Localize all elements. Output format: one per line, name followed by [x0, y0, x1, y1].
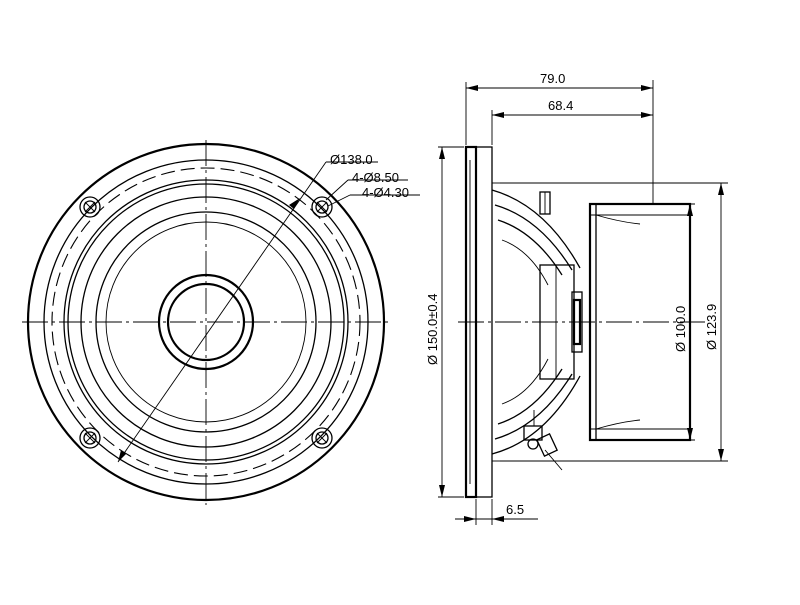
dim-text-overall-depth: 79.0	[540, 71, 565, 86]
basket-arm-bottom-inner	[497, 368, 563, 425]
hole-leader-line-outer	[325, 179, 349, 201]
basket-arm-top-mid	[494, 204, 573, 271]
mount-hole-top-left	[79, 196, 101, 218]
dim-arrow-magnet-top	[687, 204, 693, 216]
diameter-arrow-top	[289, 198, 300, 209]
mount-hole-outer-label: 4-Ø8.50	[352, 170, 399, 185]
dim-arrow-depth-left	[492, 112, 504, 118]
dim-text-depth-from-flange: 68.4	[548, 98, 573, 113]
dim-text-rear-diameter: Ø 123.9	[704, 304, 719, 350]
outer-diameter-label: Ø138.0	[330, 152, 373, 167]
dim-arrow-frame-bottom	[439, 485, 445, 497]
mount-hole-bottom-right	[311, 427, 333, 449]
basket-rib-bottom	[501, 358, 549, 405]
dim-arrow-rear-top	[718, 183, 724, 195]
basket-rib-top	[501, 239, 549, 286]
diameter-leader-line	[117, 161, 327, 463]
terminal-assembly-bottom	[523, 410, 563, 471]
diameter-arrow-bottom	[118, 450, 126, 462]
hole-leader-line-inner	[327, 194, 351, 207]
dim-arrow-thickness-left	[464, 516, 476, 522]
dim-arrow-magnet-bottom	[687, 428, 693, 440]
dim-text-flange-thickness: 6.5	[506, 502, 524, 517]
dim-arrow-thickness-right	[492, 516, 504, 522]
basket-arm-bottom-mid	[494, 373, 573, 440]
dim-arrow-frame-top	[439, 147, 445, 159]
magnet-chamfer-top	[595, 214, 641, 225]
basket-arm-top-outer	[491, 189, 581, 269]
dim-text-frame-diameter: Ø 150.0±0.4	[425, 294, 440, 365]
dim-text-magnet-diameter: Ø 100.0	[673, 306, 688, 352]
dim-arrow-depth-right	[641, 112, 653, 118]
side-view: 79.0 68.4 6.5 Ø 150.0±0.4 Ø 100.0 Ø 123.…	[425, 71, 728, 525]
magnet-chamfer-bottom	[595, 419, 641, 430]
dim-arrow-rear-bottom	[718, 449, 724, 461]
front-view: Ø138.0 4-Ø8.50 4-Ø4.30	[22, 140, 420, 505]
mount-hole-bottom-left	[79, 427, 101, 449]
basket-arm-top-inner	[497, 219, 563, 276]
basket-arm-bottom-outer	[491, 375, 581, 455]
dim-arrow-overall-depth-left	[466, 85, 478, 91]
mount-hole-top-right	[311, 196, 333, 218]
mount-hole-inner-label: 4-Ø4.30	[362, 185, 409, 200]
dim-arrow-overall-depth-right	[641, 85, 653, 91]
